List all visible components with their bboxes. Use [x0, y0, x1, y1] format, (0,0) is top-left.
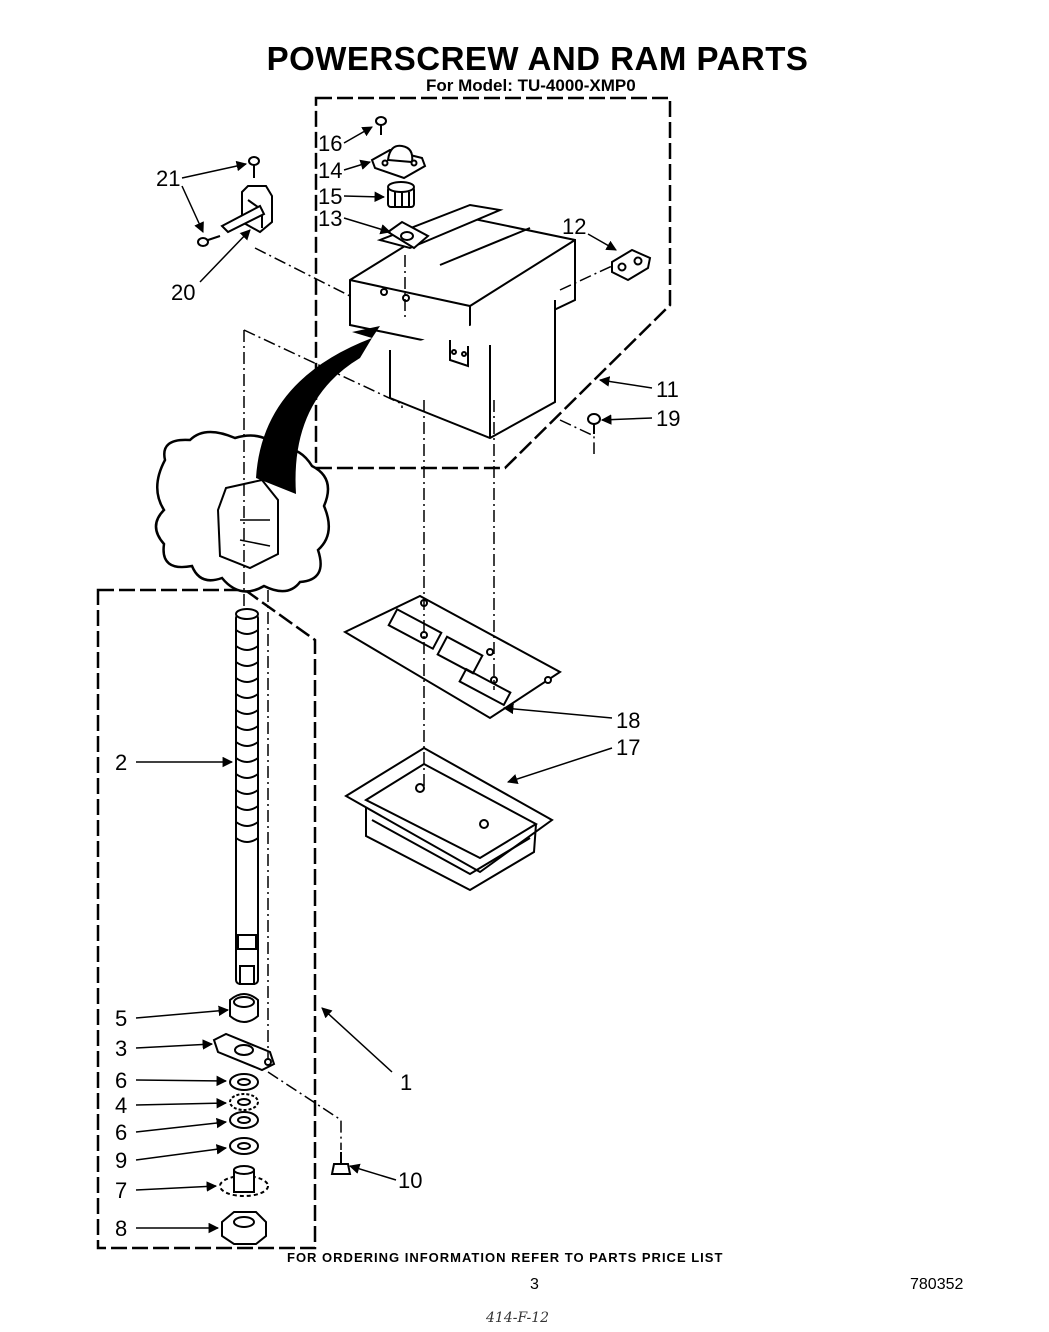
ram-body-part — [349, 203, 576, 440]
callout-16: 16 — [318, 131, 342, 156]
callout-21: 21 — [156, 166, 180, 191]
leader-lines — [135, 126, 653, 1234]
bearing-5-part — [229, 993, 259, 1023]
bearing-bracket-part — [370, 144, 427, 180]
spacer-9-part — [229, 1137, 259, 1155]
callout-13: 13 — [318, 206, 342, 231]
callout-9: 9 — [115, 1148, 127, 1173]
clip-part — [611, 248, 652, 282]
ram-assembly-boundary — [314, 96, 672, 470]
page-title: POWERSCREW AND RAM PARTS — [266, 40, 809, 77]
callout-7: 7 — [115, 1178, 127, 1203]
powerscrew-assembly-boundary — [96, 588, 317, 1250]
callout-20: 20 — [171, 280, 195, 305]
model-subtitle: For Model: TU-4000-XMP0 — [426, 76, 636, 95]
callout-3: 3 — [115, 1036, 127, 1061]
screw-21-part — [197, 156, 260, 247]
screw-19-part — [587, 413, 601, 434]
callout-14: 14 — [318, 158, 342, 183]
page-number: 3 — [530, 1276, 539, 1293]
callout-17: 17 — [616, 735, 640, 760]
powerscrew-part — [235, 608, 259, 985]
callout-11: 11 — [656, 377, 679, 402]
screw-16-part — [375, 116, 387, 135]
thrust-bearing-4-part — [229, 1093, 259, 1111]
washer-6b-part — [229, 1111, 259, 1129]
callout-5: 5 — [115, 1006, 127, 1031]
detail-cloud-callout — [154, 326, 380, 593]
callout-6-lower: 6 — [115, 1120, 127, 1145]
ordering-footer-note: FOR ORDERING INFORMATION REFER TO PARTS … — [287, 1250, 724, 1265]
callout-15: 15 — [318, 184, 342, 209]
ram-pan-part — [344, 746, 554, 892]
bearing-nut-part — [387, 181, 415, 208]
alignment-lines — [243, 247, 613, 1150]
nut-8-part — [221, 1211, 267, 1245]
switch-bracket-part — [220, 185, 273, 234]
callout-8: 8 — [115, 1216, 127, 1241]
screw-10-part — [330, 1152, 352, 1175]
callout-18: 18 — [616, 708, 640, 733]
thrust-plate-3-part — [212, 1032, 276, 1072]
document-number: 780352 — [910, 1276, 964, 1293]
callout-10: 10 — [398, 1168, 422, 1193]
callout-19: 19 — [656, 406, 680, 431]
callout-4: 4 — [115, 1093, 127, 1118]
callout-12: 12 — [562, 214, 586, 239]
callout-1: 1 — [400, 1070, 412, 1095]
callout-6-upper: 6 — [115, 1068, 127, 1093]
gasket-part — [342, 594, 562, 720]
mounting-plate-part — [386, 220, 430, 250]
handwritten-note: 414-F-12 — [486, 1310, 550, 1326]
washer-6a-part — [229, 1073, 259, 1091]
sprocket-7-part — [219, 1165, 269, 1197]
callout-2: 2 — [115, 750, 127, 775]
